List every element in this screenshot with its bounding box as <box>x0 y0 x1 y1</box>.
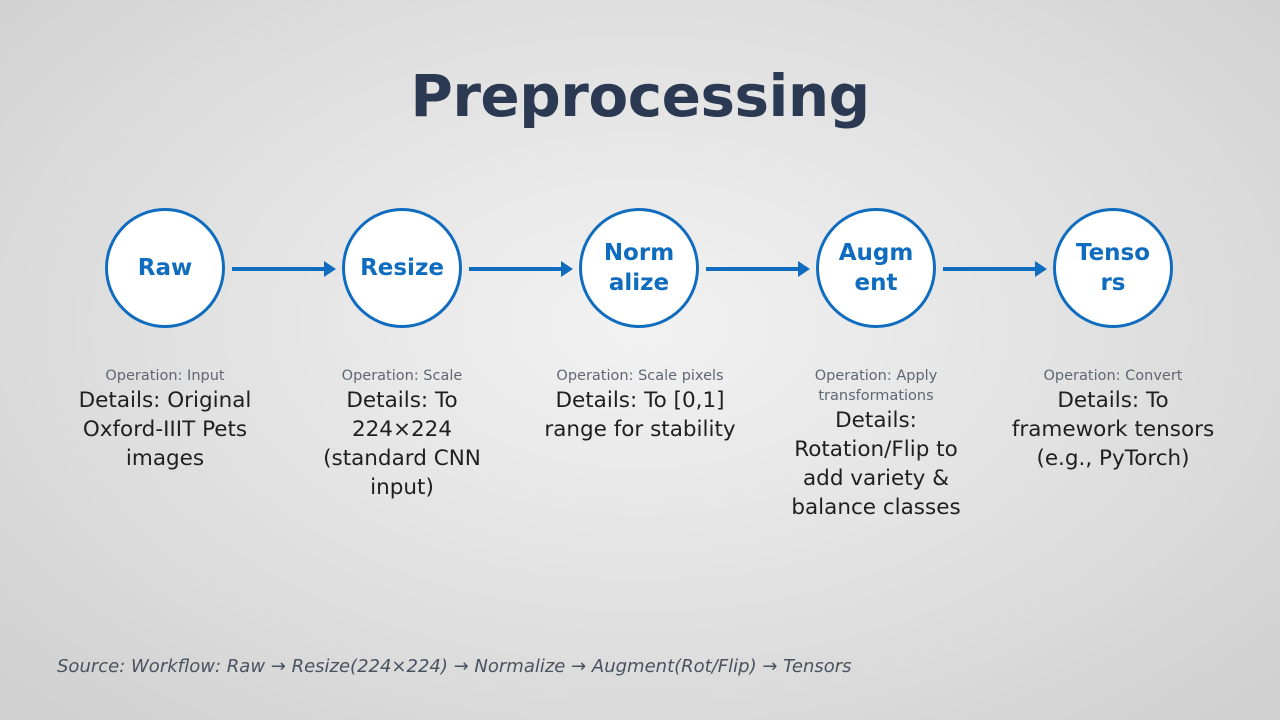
step-info-normalize: Operation: Scale pixels Details: To [0,1… <box>530 366 750 444</box>
step-circle-raw: Raw <box>105 208 225 328</box>
flow-arrow-4 <box>943 261 1047 277</box>
flow-arrow-2 <box>469 261 573 277</box>
step-details: Details: Rotation/Flip to add variety & … <box>791 408 961 520</box>
step-operation: Operation: Apply transformations <box>814 368 938 404</box>
step-details: Details: To [0,1] range for stability <box>544 388 736 442</box>
step-details: Details: Original Oxford-IIIT Pets image… <box>78 388 252 471</box>
step-details: Details: To 224×224 (standard CNN input) <box>323 388 481 500</box>
source-caption: Source: Workflow: Raw → Resize(224×224) … <box>57 656 852 677</box>
flow-arrow-1 <box>232 261 336 277</box>
step-info-raw: Operation: Input Details: Original Oxfor… <box>60 366 270 473</box>
step-operation: Operation: Scale pixels <box>556 368 724 384</box>
step-operation: Operation: Convert <box>1043 368 1183 384</box>
flow-arrow-3 <box>706 261 810 277</box>
step-circle-tensors: Tenso rs <box>1053 208 1173 328</box>
step-circle-normalize: Norm alize <box>579 208 699 328</box>
step-info-resize: Operation: Scale Details: To 224×224 (st… <box>297 366 507 502</box>
step-circle-resize: Resize <box>342 208 462 328</box>
step-info-tensors: Operation: Convert Details: To framework… <box>1008 366 1218 473</box>
step-info-augment: Operation: Apply transformations Details… <box>776 366 976 522</box>
step-details: Details: To framework tensors (e.g., PyT… <box>1011 388 1215 471</box>
step-circle-augment: Augm ent <box>816 208 936 328</box>
step-operation: Operation: Scale <box>341 368 463 384</box>
slide-title: Preprocessing <box>410 62 870 130</box>
step-operation: Operation: Input <box>105 368 225 384</box>
